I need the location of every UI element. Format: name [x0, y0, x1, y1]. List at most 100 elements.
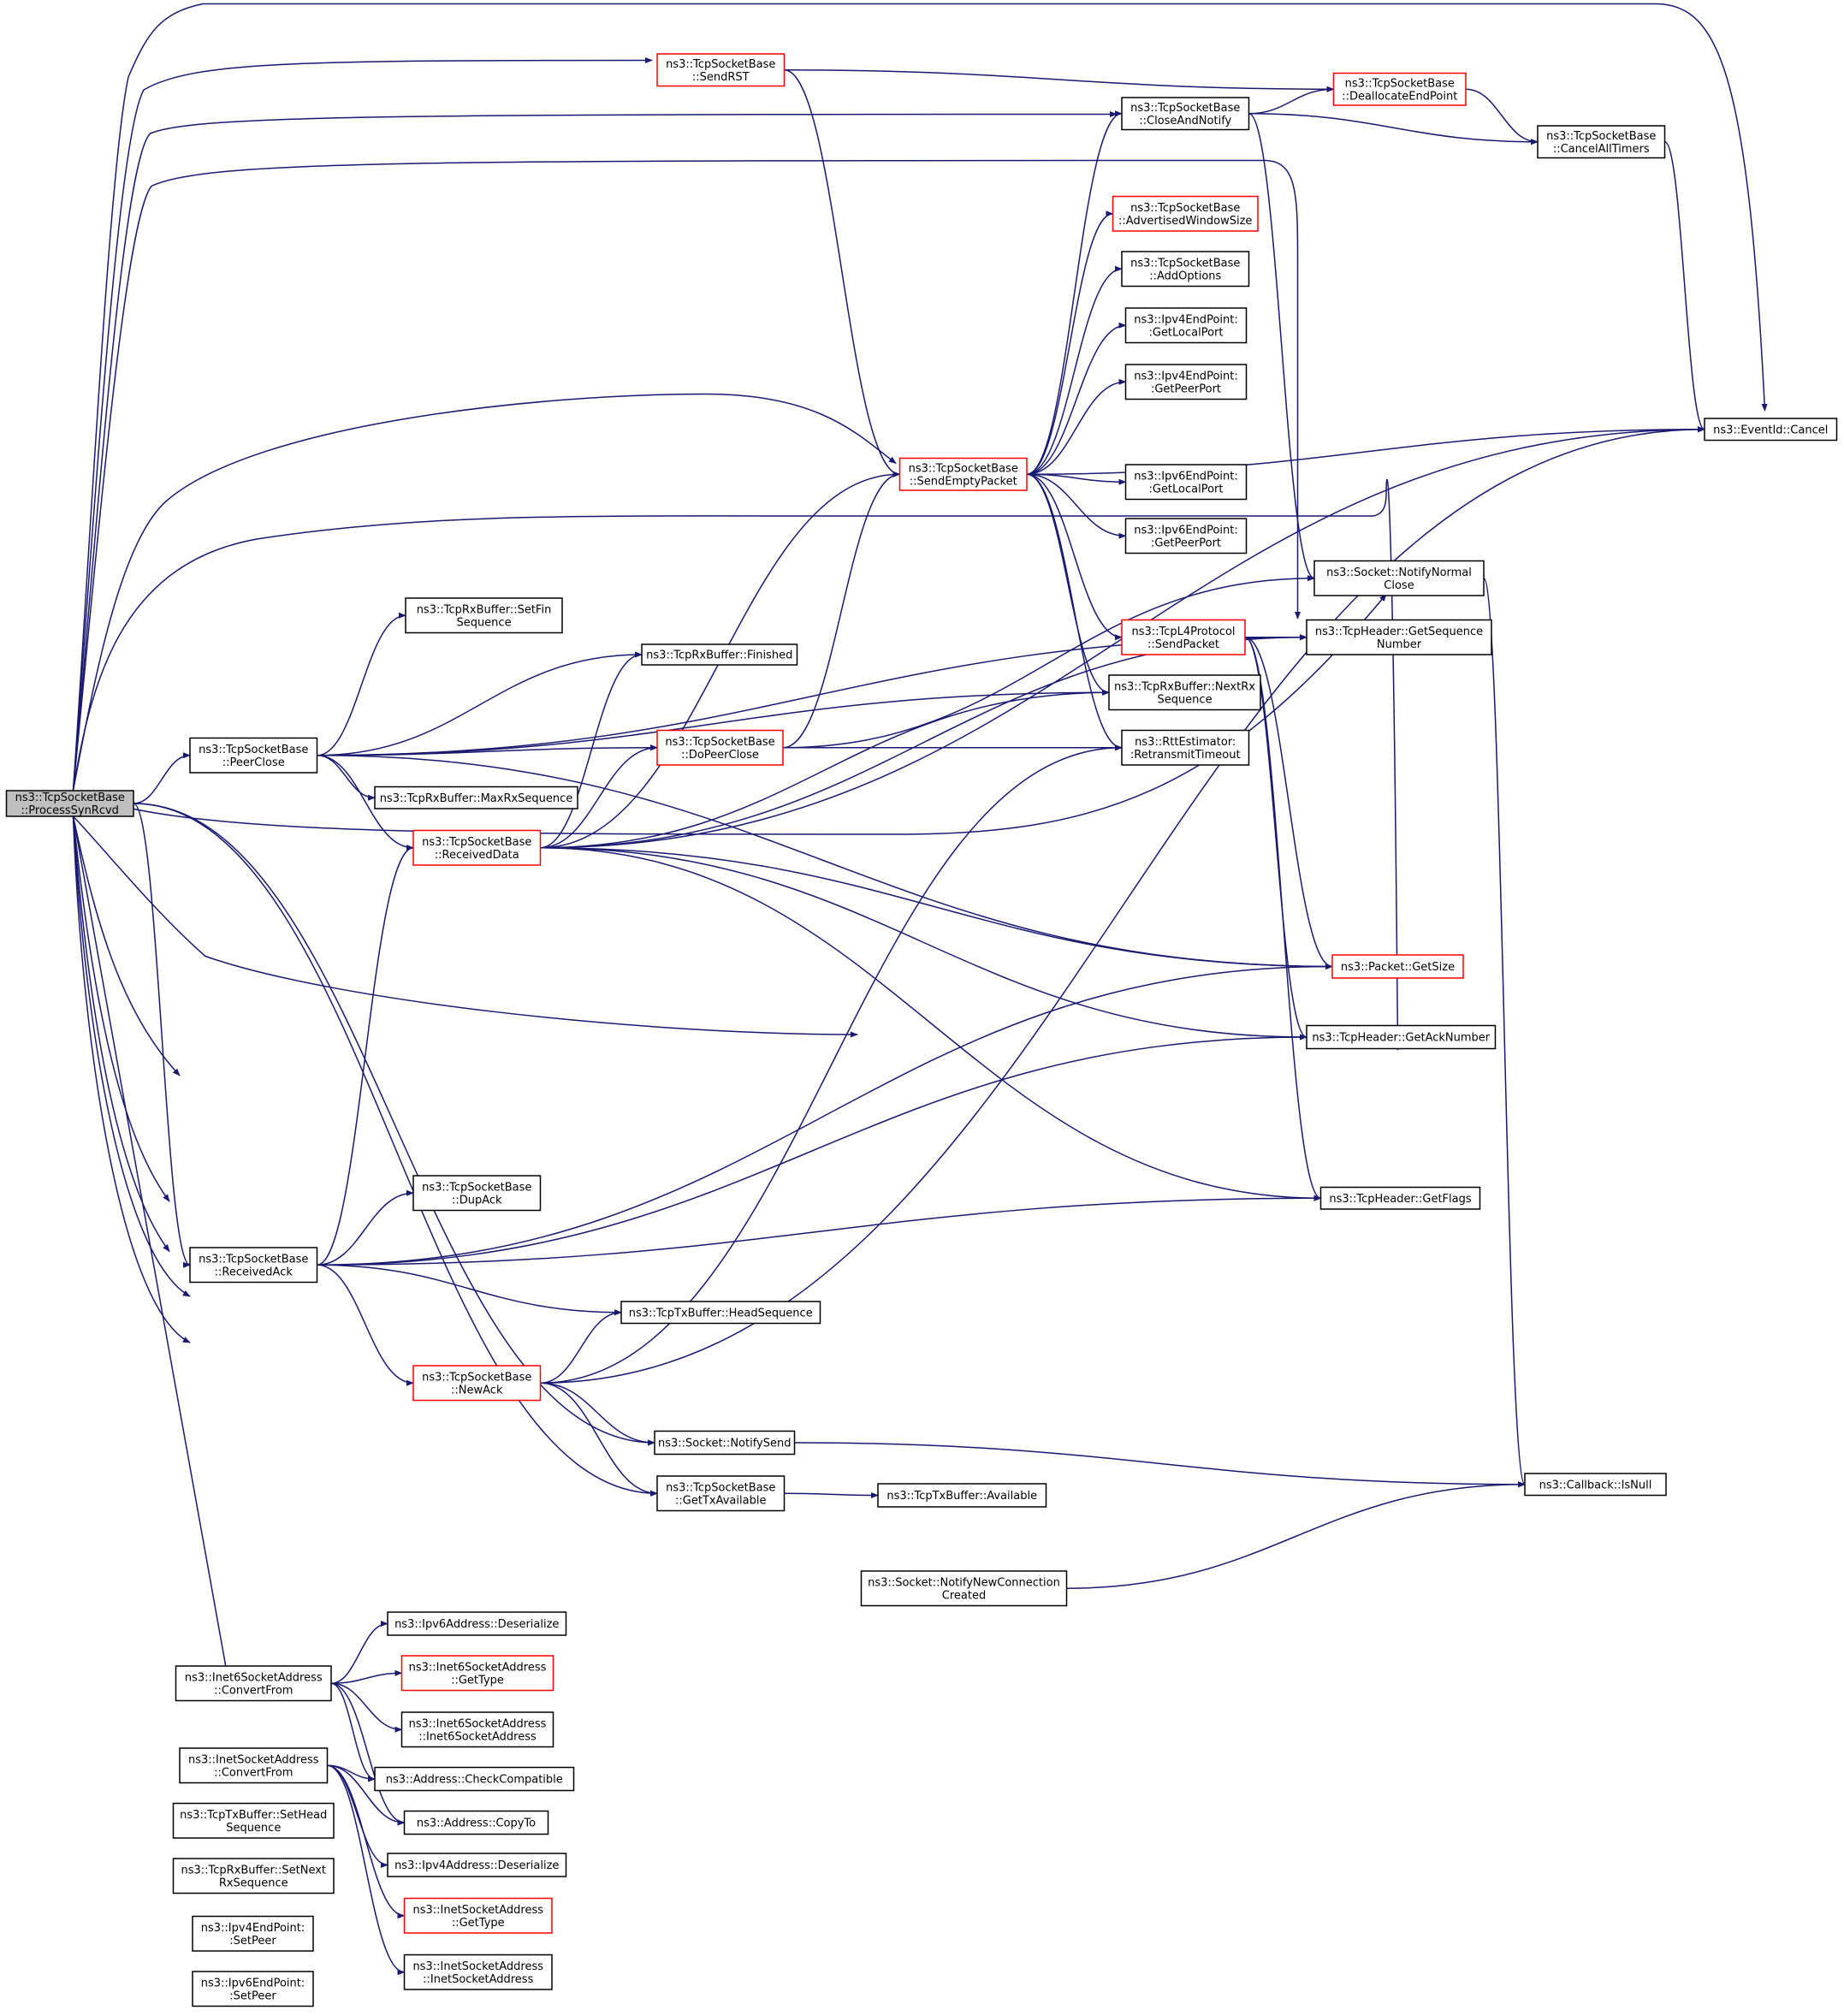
node-InetConvertFrom[interactable]: ns3::InetSocketAddress::ConvertFrom [179, 1747, 329, 1784]
node-DeallocateEndPoint[interactable]: ns3::TcpSocketBase::DeallocateEndPoint [1332, 72, 1467, 106]
node-GetFlags[interactable]: ns3::TcpHeader::GetFlags [1319, 1186, 1481, 1210]
node-AdvertisedWindowSize[interactable]: ns3::TcpSocketBase::AdvertisedWindowSize [1112, 195, 1259, 232]
node-Ipv6GetLocalPort[interactable]: ns3::Ipv6EndPoint::GetLocalPort [1124, 464, 1248, 501]
node-box [403, 1954, 553, 1990]
node-label-line: RxSequence [219, 1877, 288, 1889]
edge-PeerClose-to-SetFinSequence [317, 612, 406, 756]
node-label-line: ns3::Packet::GetSize [1341, 961, 1455, 974]
node-box [400, 1711, 554, 1748]
node-box [1124, 364, 1248, 400]
node-Finished[interactable]: ns3::TcpRxBuffer::Finished [641, 643, 798, 666]
node-Ipv6GetPeerPort[interactable]: ns3::Ipv6EndPoint::GetPeerPort [1124, 518, 1248, 554]
node-label-line: ns3::Address::CopyTo [417, 1817, 536, 1830]
node-label-line: ns3::EventId::Cancel [1713, 424, 1828, 436]
node-ReceivedData[interactable]: ns3::TcpSocketBase::ReceivedData [412, 829, 542, 866]
node-label-line: ns3::TcpSocketBase [1546, 130, 1656, 143]
node-label-line: Close [1384, 579, 1414, 592]
node-box [898, 457, 1028, 491]
node-label-line: :SetPeer [229, 1935, 276, 1948]
node-box [405, 597, 563, 634]
node-Inet6ConvertFrom[interactable]: ns3::Inet6SocketAddress::ConvertFrom [175, 1665, 332, 1702]
node-TxBufAvailable[interactable]: ns3::TcpTxBuffer::Available [877, 1483, 1047, 1508]
node-label-line: ns3::Ipv6EndPoint: [1134, 470, 1237, 483]
edge-CloseAndNotify-to-CancelAllTimers [1248, 113, 1539, 145]
node-DoPeerClose[interactable]: ns3::TcpSocketBase::DoPeerClose [656, 729, 784, 766]
node-Inet6GetType[interactable]: ns3::Inet6SocketAddress::GetType [400, 1655, 554, 1692]
node-label-line: ::GetType [451, 1674, 504, 1687]
edge-Inet6ConvertFrom-to-Inet6GetType [330, 1669, 403, 1684]
node-NewAck[interactable]: ns3::TcpSocketBase::NewAck [412, 1365, 542, 1402]
edge-ProcessSynRcvd-to-Ipv6SetPeer [72, 815, 191, 1343]
node-CallbackIsNull[interactable]: ns3::Callback::IsNull [1524, 1473, 1667, 1497]
node-RetransmitTimeout[interactable]: ns3::RttEstimator::RetransmitTimeout [1121, 729, 1250, 766]
node-label-line: ns3::TcpRxBuffer::SetNext [181, 1864, 326, 1877]
node-Ipv6AddrDeserialize[interactable]: ns3::Ipv6Address::Deserialize [387, 1611, 567, 1636]
node-SendEmptyPacket[interactable]: ns3::TcpSocketBase::SendEmptyPacket [898, 457, 1028, 491]
node-box [403, 1897, 553, 1934]
node-label-line: ::SendPacket [1147, 638, 1219, 651]
node-CheckCompatible[interactable]: ns3::Address::CheckCompatible [374, 1766, 575, 1792]
node-label-line: ns3::Socket::NotifyNormal [1326, 566, 1472, 579]
node-label-line: Sequence [456, 616, 511, 629]
edge-ReceivedData-to-NextRxSequence [540, 689, 1110, 849]
node-GetTxAvailable[interactable]: ns3::TcpSocketBase::GetTxAvailable [656, 1475, 786, 1512]
node-Ipv4AddrDeserialize[interactable]: ns3::Ipv4Address::Deserialize [387, 1853, 567, 1877]
node-PeerClose[interactable]: ns3::TcpSocketBase::PeerClose [189, 737, 318, 774]
edge-PeerClose-to-MaxRxSequence [317, 755, 376, 801]
node-NotifySend[interactable]: ns3::Socket::NotifySend [654, 1430, 796, 1456]
edge-SendEmptyPacket-to-AddOptions [1026, 265, 1123, 475]
node-label-line: :GetPeerPort [1151, 382, 1221, 395]
node-ProcessSynRcvd[interactable]: ns3::TcpSocketBase::ProcessSynRcvd [5, 790, 134, 817]
node-TcpL4SendPacket[interactable]: ns3::TcpL4Protocol::SendPacket [1121, 619, 1246, 655]
node-box [1124, 307, 1248, 344]
node-PacketGetSize[interactable]: ns3::Packet::GetSize [1331, 954, 1464, 979]
node-label-line: Number [1377, 638, 1422, 651]
node-HeadSequence[interactable]: ns3::TcpTxBuffer::HeadSequence [620, 1301, 821, 1325]
node-label-line: ::ConvertFrom [214, 1766, 293, 1779]
node-Ipv4GetPeerPort[interactable]: ns3::Ipv4EndPoint::GetPeerPort [1124, 364, 1248, 400]
node-CancelAllTimers[interactable]: ns3::TcpSocketBase::CancelAllTimers [1537, 125, 1666, 159]
node-label-line: ns3::Ipv6Address::Deserialize [394, 1618, 559, 1631]
node-label-line: ns3::InetSocketAddress [413, 1904, 544, 1917]
node-Ipv6SetPeer[interactable]: ns3::Ipv6EndPoint::SetPeer [192, 1971, 314, 2007]
node-ReceivedAck[interactable]: ns3::TcpSocketBase::ReceivedAck [189, 1247, 318, 1284]
edge-InetConvertFrom-to-CopyTo [327, 1764, 406, 1826]
node-InetGetType[interactable]: ns3::InetSocketAddress::GetType [403, 1897, 553, 1934]
edge-SendEmptyPacket-to-CloseAndNotify [1026, 110, 1123, 475]
edge-SendRST-to-SendEmptyPacket [784, 69, 901, 477]
node-label-line: ns3::TcpSocketBase [422, 1371, 531, 1384]
node-box [387, 1853, 567, 1877]
node-Inet6Ctor[interactable]: ns3::Inet6SocketAddress::Inet6SocketAddr… [400, 1711, 554, 1748]
node-SendRST[interactable]: ns3::TcpSocketBase::SendRST [656, 53, 786, 87]
node-EventIdCancel[interactable]: ns3::EventId::Cancel [1704, 418, 1838, 442]
node-Ipv4SetPeer[interactable]: ns3::Ipv4EndPoint::SetPeer [192, 1915, 314, 1952]
node-AddOptions[interactable]: ns3::TcpSocketBase::AddOptions [1121, 251, 1250, 288]
node-label-line: Sequence [226, 1822, 281, 1835]
node-GetAckNumber[interactable]: ns3::TcpHeader::GetAckNumber [1306, 1024, 1497, 1050]
node-label-line: ::AdvertisedWindowSize [1118, 215, 1252, 228]
node-InetCtor[interactable]: ns3::InetSocketAddress::InetSocketAddres… [403, 1954, 553, 1990]
node-label-line: ns3::Address::CheckCompatible [386, 1774, 563, 1787]
edge-DoPeerClose-to-NotifyNormalClose [782, 575, 1315, 749]
node-box [374, 1766, 575, 1792]
node-label-line: ns3::Socket::NotifySend [658, 1438, 792, 1450]
node-Ipv4GetLocalPort[interactable]: ns3::Ipv4EndPoint::GetLocalPort [1124, 307, 1248, 344]
edge-PeerClose-to-DoPeerClose [317, 744, 658, 756]
node-CopyTo[interactable]: ns3::Address::CopyTo [403, 1810, 549, 1835]
node-label-line: ::GetType [452, 1917, 505, 1930]
node-label-line: ns3::TcpRxBuffer::SetFin [417, 603, 552, 616]
node-label-line: Created [942, 1589, 986, 1602]
node-MaxRxSequence[interactable]: ns3::TcpRxBuffer::MaxRxSequence [374, 786, 578, 809]
edge-ReceivedData-to-Finished [540, 651, 643, 849]
node-CloseAndNotify[interactable]: ns3::TcpSocketBase::CloseAndNotify [1121, 97, 1250, 131]
node-DupAck[interactable]: ns3::TcpSocketBase::DupAck [412, 1175, 542, 1212]
edge-SendEmptyPacket-to-Ipv4GetPeerPort [1026, 378, 1127, 475]
node-label-line: ns3::TcpHeader::GetSequence [1315, 626, 1483, 638]
